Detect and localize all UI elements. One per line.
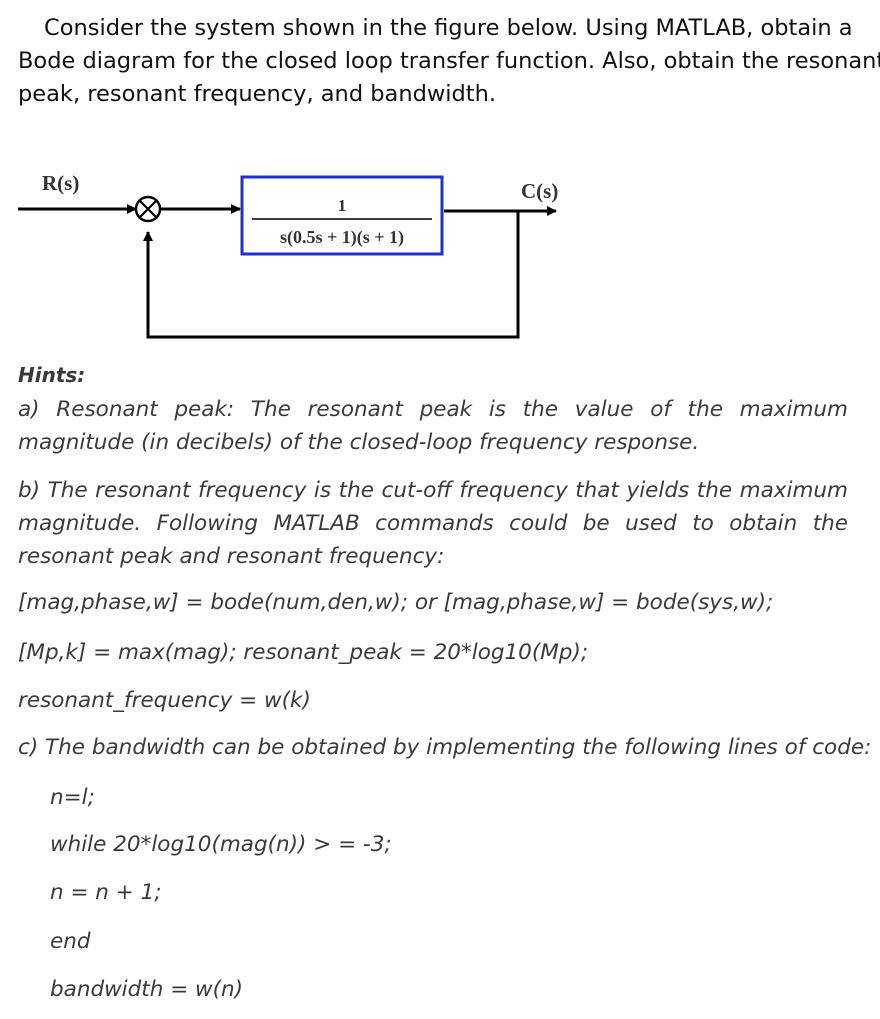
transfer-function-block: [240, 175, 444, 256]
code-c-line-2: while 20*log10(mag(n)) > = -3;: [50, 832, 392, 857]
question-text: Consider the system shown in the figure …: [18, 12, 880, 111]
question-line-2: Bode diagram for the closed loop transfe…: [18, 48, 880, 74]
output-label: C(s): [521, 179, 558, 203]
code-c-line-1: n=l;: [50, 785, 95, 810]
input-label: R(s): [42, 171, 79, 195]
hints-title: Hints:: [18, 363, 86, 387]
tf-numerator: 1: [338, 196, 347, 215]
hint-b: b) The resonant frequency is the cut-off…: [18, 478, 848, 569]
code-c-line-3: n = n + 1;: [50, 880, 162, 905]
question-line-1: Consider the system shown in the figure …: [44, 15, 853, 41]
code-c-line-4: end: [50, 929, 91, 954]
code-bode: [mag,phase,w] = bode(num,den,w); or [mag…: [18, 590, 774, 615]
hint-a: a) Resonant peak: The resonant peak is t…: [18, 397, 848, 455]
code-resonant-frequency: resonant_frequency = w(k): [18, 688, 311, 713]
block-diagram: R(s) C(s) 1 s(0.5s + 1)(s + 1): [18, 171, 558, 339]
question-line-3: peak, resonant frequency, and bandwidth.: [18, 81, 497, 107]
summing-junction: [134, 195, 162, 223]
code-c-line-5: bandwidth = w(n): [50, 977, 244, 1002]
code-max: [Mp,k] = max(mag); resonant_peak = 20*lo…: [18, 640, 589, 665]
tf-denominator: s(0.5s + 1)(s + 1): [280, 227, 404, 248]
hint-c: c) The bandwidth can be obtained by impl…: [18, 735, 872, 760]
feedback-path: [143, 211, 520, 339]
